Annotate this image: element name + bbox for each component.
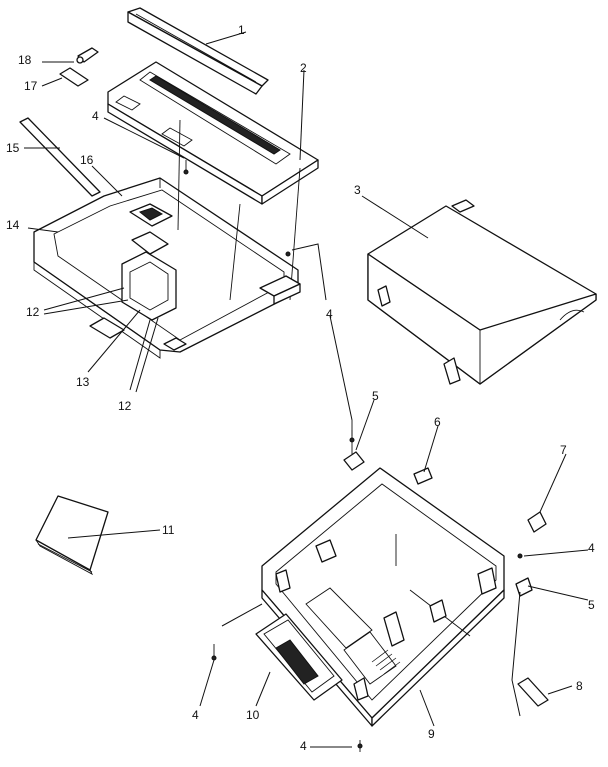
part-2-top-cover bbox=[107, 61, 319, 205]
part-11-booklet bbox=[35, 495, 109, 576]
part-6-clip bbox=[413, 467, 433, 485]
callout-4: 4 bbox=[192, 708, 199, 722]
part-10-tray bbox=[255, 613, 343, 701]
callout-11: 11 bbox=[162, 523, 175, 537]
callout-7: 7 bbox=[560, 443, 567, 457]
part-7-clip bbox=[527, 511, 547, 533]
callout-15: 15 bbox=[6, 141, 20, 155]
part-12-13-mount bbox=[89, 231, 187, 351]
callout-13: 13 bbox=[76, 375, 90, 389]
callout-12: 12 bbox=[26, 305, 40, 319]
part-16-bracket bbox=[129, 203, 173, 227]
part-18-clip bbox=[76, 47, 99, 64]
callout-9: 9 bbox=[428, 727, 435, 741]
small-pads-upper bbox=[259, 275, 301, 305]
leader-lines bbox=[24, 31, 589, 748]
callout-1: 1 bbox=[238, 23, 245, 37]
part-8-foot bbox=[517, 677, 549, 707]
callout-5: 5 bbox=[372, 389, 379, 403]
callout-6: 6 bbox=[434, 415, 441, 429]
vent-grille bbox=[371, 649, 401, 675]
callout-18: 18 bbox=[18, 53, 32, 67]
callout-5: 5 bbox=[588, 598, 595, 612]
callout-4: 4 bbox=[300, 739, 307, 753]
part-5-clip-right bbox=[515, 577, 533, 597]
screws bbox=[183, 160, 523, 752]
part-17-pad bbox=[59, 67, 89, 87]
callout-14: 14 bbox=[6, 218, 20, 232]
callout-labels: 1 2 3 4 4 4 4 4 5 5 6 7 8 9 10 11 12 12 … bbox=[6, 23, 595, 753]
callout-17: 17 bbox=[24, 79, 38, 93]
callout-4: 4 bbox=[588, 541, 595, 555]
callout-2: 2 bbox=[300, 61, 307, 75]
callout-16: 16 bbox=[80, 153, 94, 167]
callout-3: 3 bbox=[354, 183, 361, 197]
callout-10: 10 bbox=[246, 708, 260, 722]
callout-4: 4 bbox=[326, 307, 333, 321]
part-9-base bbox=[261, 467, 505, 727]
part-1-top-strip bbox=[127, 7, 269, 95]
callout-12: 12 bbox=[118, 399, 132, 413]
part-2-legs bbox=[177, 119, 301, 301]
part-15-rod bbox=[19, 117, 101, 197]
callout-4: 4 bbox=[92, 109, 99, 123]
part-3-side-cover bbox=[367, 199, 597, 385]
callout-8: 8 bbox=[576, 679, 583, 693]
